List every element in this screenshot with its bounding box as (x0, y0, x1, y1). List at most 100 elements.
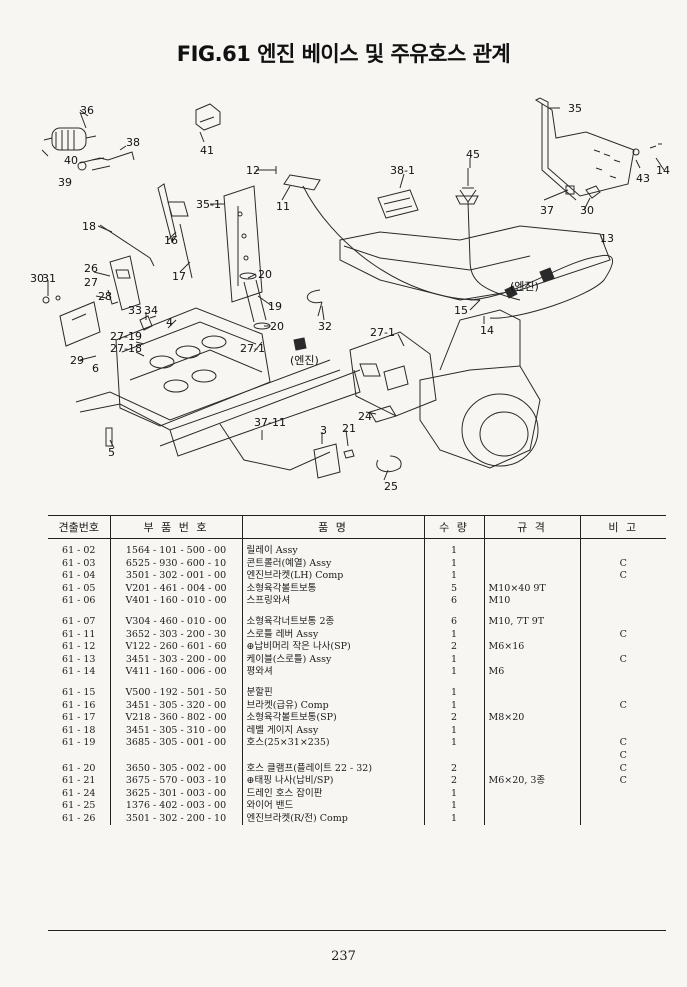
table-cell-spec (483, 800, 580, 813)
table-cell-name: 레벨 게이지 Assy (241, 724, 424, 738)
callout: 21 (342, 422, 356, 435)
table-cell (579, 678, 666, 687)
table-cell-note (579, 538, 666, 558)
table-cell-part (109, 749, 242, 763)
table-cell-name (241, 749, 424, 763)
table-cell-fig: 61 - 16 (62, 699, 96, 711)
table-cell-spec: M10 (483, 595, 580, 608)
table-cell-note: C (579, 570, 666, 583)
table-cell-name: 스로틀 레버 Assy (241, 628, 424, 642)
table-cell-spec (483, 762, 580, 776)
callout: 38 (126, 136, 140, 149)
callout: 35 (568, 102, 582, 115)
callout: 30 (30, 272, 44, 285)
callout: 41 (200, 144, 214, 157)
column-header: 비 고 (579, 515, 666, 539)
table-cell (423, 678, 484, 687)
table-cell-fig: 61 - 15 (62, 686, 96, 698)
table-cell-spec (483, 538, 580, 558)
callout: 27-1 (370, 326, 395, 339)
table-cell-name: 릴레이 Assy (241, 538, 424, 558)
table-cell (423, 607, 484, 616)
table-cell-part: V401 - 160 - 010 - 00 (109, 595, 242, 608)
callout: 27-1 (240, 342, 265, 355)
table-cell-qty: 6 (423, 595, 484, 608)
callout: 29 (70, 354, 84, 367)
table-cell-qty: 1 (423, 557, 484, 571)
table-cell-fig: 61 - 24 (62, 787, 96, 799)
table-cell-spec (483, 686, 580, 700)
table-cell-part: 3501 - 302 - 001 - 00 (109, 570, 242, 583)
table-cell-qty: 2 (423, 762, 484, 776)
callout: 35-1 (196, 198, 221, 211)
callout: 4 (166, 316, 173, 329)
table-cell-qty: 2 (423, 641, 484, 654)
table-cell-spec (483, 699, 580, 713)
callout: 27 (84, 276, 98, 289)
table-cell-part: V411 - 160 - 006 - 00 (109, 666, 242, 679)
table-cell-name: ⊕납비머리 작은 나사(SP) (241, 641, 424, 654)
column-header: 수 량 (423, 515, 484, 539)
callout: 6 (92, 362, 99, 375)
page-title: FIG.61 엔진 베이스 및 주유호스 관계 (176, 42, 511, 66)
table-cell-name: 소형육각볼트보통 (241, 582, 424, 596)
callout: 31 (42, 272, 56, 285)
table-cell-name: 케이블(스로틀) Assy (241, 653, 424, 667)
table-cell-name: ⊕태핑 나사(납비/SP) (241, 775, 424, 788)
table-cell-fig: 61 - 14 (62, 666, 96, 678)
callout: 34 (144, 304, 158, 317)
table-cell-part: V500 - 192 - 501 - 50 (109, 686, 242, 700)
table-cell (241, 607, 424, 616)
table-header-row: 견출번호 부 품 번 호 품 명 수 량 규 격 비 고 (48, 515, 666, 539)
table-cell-fig (48, 750, 110, 763)
callout: 37-11 (254, 416, 286, 429)
table-cell-qty: 1 (423, 686, 484, 700)
callout: 11 (276, 200, 290, 213)
table-cell-spec (483, 628, 580, 642)
table-cell (48, 608, 110, 616)
table-cell-qty: 1 (423, 628, 484, 642)
callout-labels: 36 38 40 39 41 12 38-1 45 35 43 14 11 35… (30, 102, 670, 493)
table-cell-note (579, 787, 666, 801)
table-cell-spec: M10, 7T 9T (483, 615, 580, 629)
table-cell-name: 소형육각너트보통 2종 (241, 615, 424, 629)
table-cell-qty: 2 (423, 775, 484, 788)
table-cell-part: 3501 - 302 - 200 - 10 (109, 812, 242, 826)
column-header: 견출번호 (48, 515, 110, 539)
table-cell-fig: 61 - 04 (62, 570, 96, 582)
table-cell-part: 3685 - 305 - 001 - 00 (109, 737, 242, 750)
table-cell (579, 607, 666, 616)
engine-note: (엔진) (510, 280, 539, 293)
table-cell-fig: 61 - 11 (62, 628, 96, 640)
table-cell-name: 분할핀 (241, 686, 424, 700)
table-cell-part: 1376 - 402 - 003 - 00 (109, 800, 242, 813)
callout: 19 (268, 300, 282, 313)
table-cell-spec (483, 557, 580, 571)
column-header: 규 격 (483, 515, 580, 539)
table-cell-qty: 1 (423, 699, 484, 713)
callout: 36 (80, 104, 94, 117)
table-cell-note (579, 724, 666, 738)
table-cell-note: C (579, 557, 666, 571)
callout: 24 (358, 410, 372, 423)
table-cell-qty: 1 (423, 538, 484, 558)
table-cell-note (579, 712, 666, 725)
callout: 5 (108, 446, 115, 459)
table-cell-qty: 1 (423, 737, 484, 750)
table-cell-note (579, 666, 666, 679)
callout: 26 (84, 262, 98, 275)
table-spacer-row (48, 607, 666, 616)
callout: 25 (384, 480, 398, 493)
table-cell (109, 607, 242, 616)
table-cell-spec: M6×16 (483, 641, 580, 654)
engine-note: (엔진) (290, 354, 319, 367)
table-cell-fig: 61 - 07 (62, 615, 96, 627)
callout: 15 (454, 304, 468, 317)
